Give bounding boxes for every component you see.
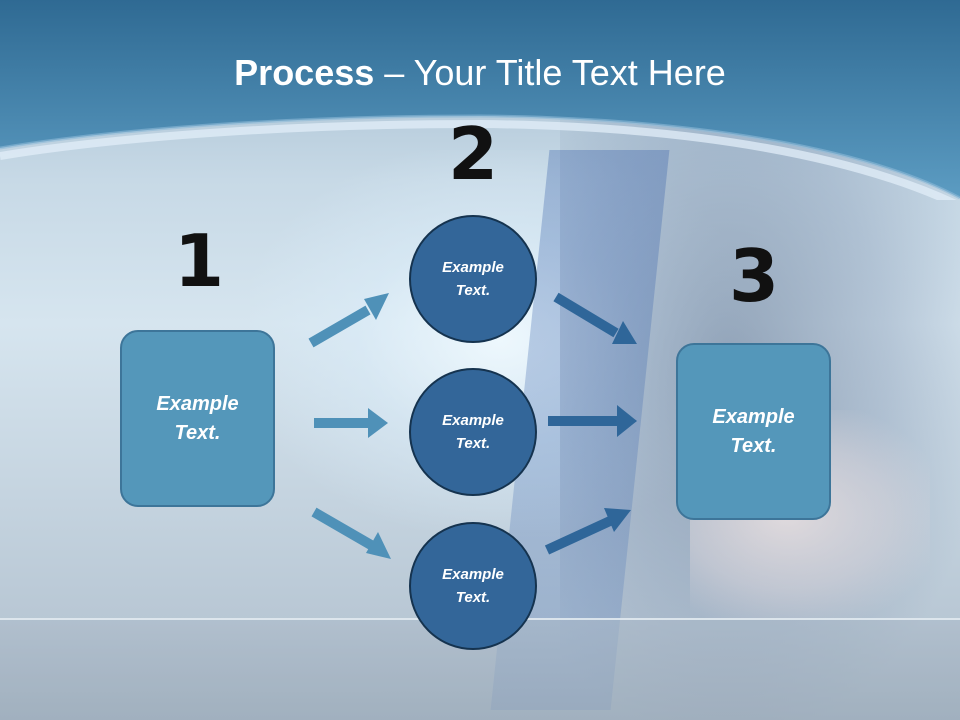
step-3-box: Example Text. bbox=[676, 343, 831, 520]
step-2-circle-top: Example Text. bbox=[409, 215, 537, 343]
step-2-circle-middle: Example Text. bbox=[409, 368, 537, 496]
arrow-1-to-top bbox=[308, 293, 389, 348]
page-title: Process – Your Title Text Here bbox=[0, 52, 960, 94]
step-1-box: Example Text. bbox=[120, 330, 275, 507]
step-2-circle-bottom: Example Text. bbox=[409, 522, 537, 650]
arrow-middle-to-3 bbox=[548, 405, 637, 437]
arrow-1-to-bottom bbox=[311, 507, 391, 559]
step-2-circle-bottom-label: Example Text. bbox=[442, 566, 504, 606]
arrow-1-to-middle bbox=[314, 408, 388, 438]
arrow-bottom-to-3 bbox=[544, 508, 631, 555]
step-3-label: Example Text. bbox=[712, 405, 795, 457]
step-1-number: 1 bbox=[173, 219, 225, 303]
arrow-top-to-3 bbox=[553, 292, 637, 344]
step-2-circle-top-label: Example Text. bbox=[442, 259, 504, 299]
step-3-number: 3 bbox=[728, 234, 780, 318]
step-1-label: Example Text. bbox=[156, 392, 239, 444]
title-bold: Process bbox=[234, 52, 375, 93]
step-2-circle-middle-label: Example Text. bbox=[442, 412, 504, 452]
step-2-number: 2 bbox=[447, 112, 499, 196]
title-rest: – Your Title Text Here bbox=[374, 52, 726, 93]
header-band bbox=[0, 0, 960, 200]
